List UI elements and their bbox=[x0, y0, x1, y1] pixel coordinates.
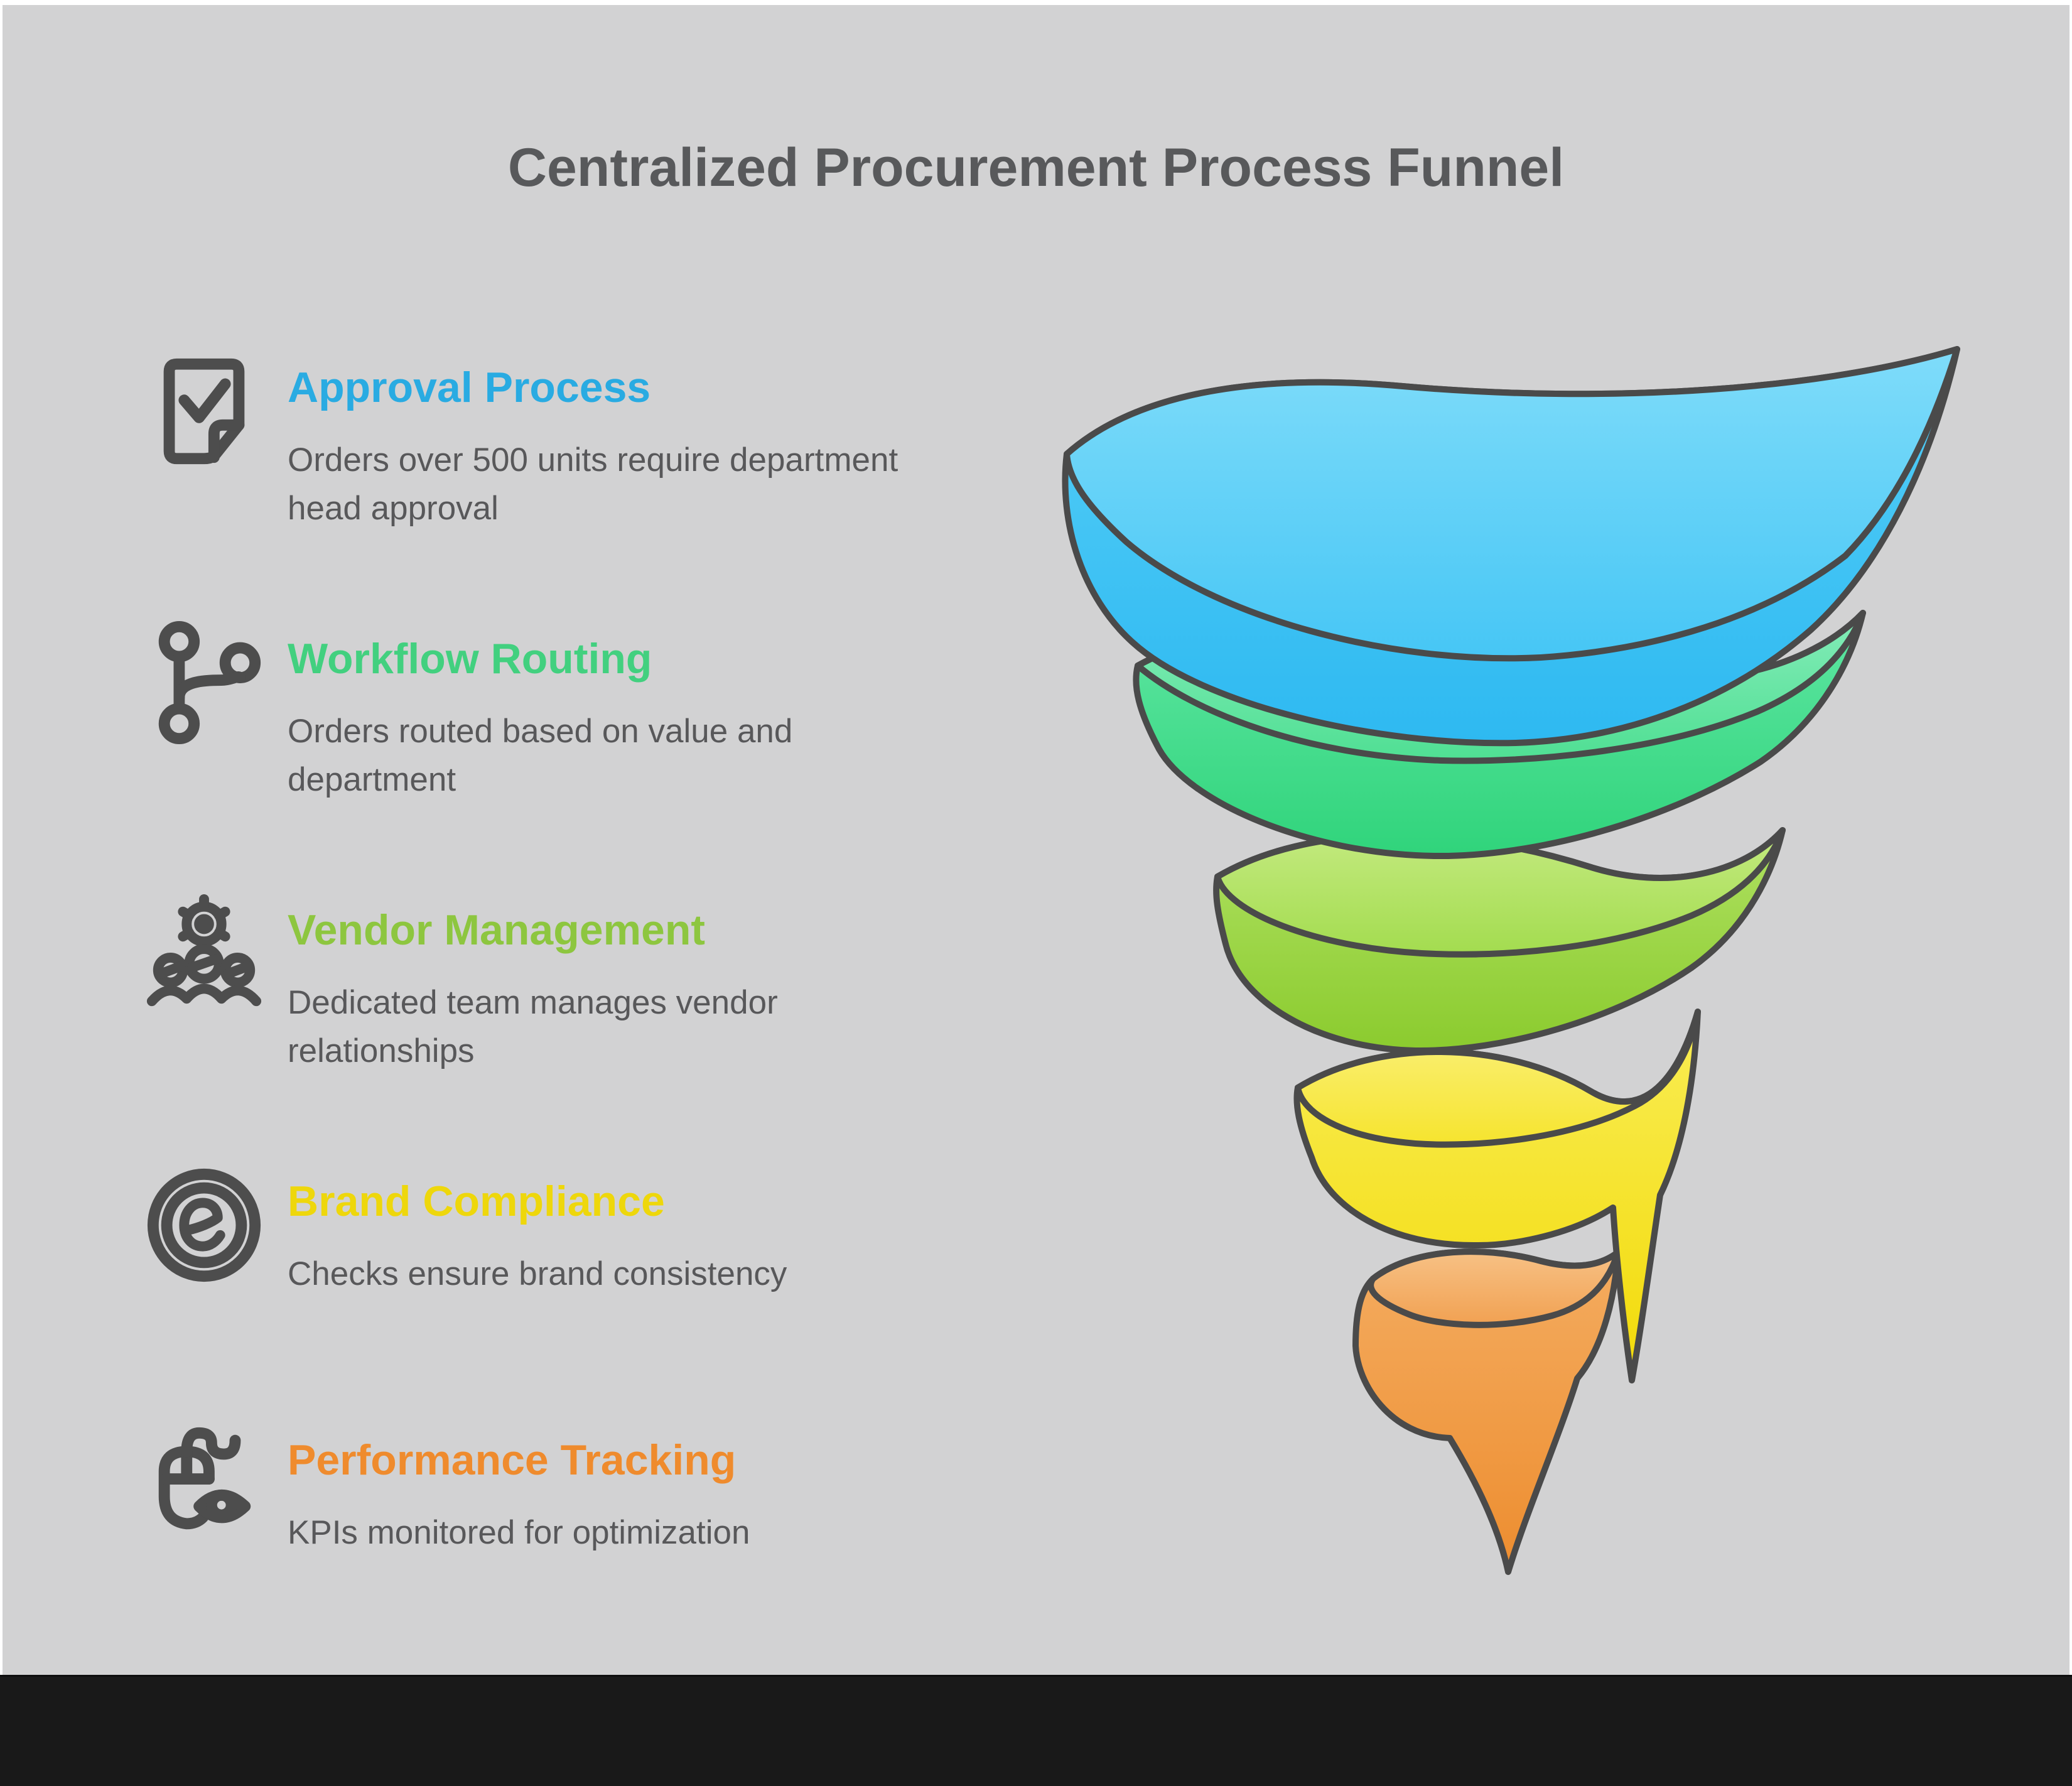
page-title: Centralized Procurement Process Funnel bbox=[507, 138, 1565, 198]
stage-description: KPIs monitored for optimization bbox=[288, 1514, 750, 1552]
funnel-level-performance-tracking bbox=[1352, 1248, 1621, 1575]
circled-e-icon bbox=[142, 1163, 266, 1287]
checklist-document-icon bbox=[142, 349, 266, 474]
mouse-eye-icon bbox=[142, 1422, 266, 1546]
footer-bar bbox=[0, 1675, 2072, 1786]
git-branch-icon bbox=[142, 620, 266, 745]
funnel-level-brand-compliance bbox=[1293, 1009, 1701, 1383]
stage-description: Checks ensure brand consistency bbox=[288, 1255, 787, 1293]
stage-brand-compliance: Brand Compliance Checks ensure brand con… bbox=[142, 1163, 966, 1299]
stage-description: Dedicated team manages vendor relationsh… bbox=[288, 984, 778, 1069]
stage-approval-process: Approval Process Orders over 500 units r… bbox=[142, 349, 966, 533]
stage-title: Approval Process bbox=[288, 364, 651, 411]
stage-vendor-management: Vendor Management Dedicated team manages… bbox=[142, 892, 966, 1075]
funnel-level-approval-process bbox=[1062, 346, 1960, 747]
stage-title: Performance Tracking bbox=[288, 1436, 737, 1484]
stage-title: Workflow Routing bbox=[288, 635, 652, 683]
stage-performance-tracking: Performance Tracking KPIs monitored for … bbox=[142, 1422, 966, 1557]
infographic-canvas: Centralized Procurement Process Funnel A… bbox=[3, 5, 2069, 1677]
stage-title: Brand Compliance bbox=[288, 1177, 665, 1225]
stage-description: Orders over 500 units require department… bbox=[288, 441, 898, 527]
stage-title: Vendor Management bbox=[288, 906, 706, 954]
stage-workflow-routing: Workflow Routing Orders routed based on … bbox=[142, 620, 966, 804]
funnel-graphic bbox=[1039, 316, 1980, 1635]
team-gear-icon bbox=[142, 892, 266, 1016]
stage-description: Orders routed based on value and departm… bbox=[288, 713, 793, 798]
